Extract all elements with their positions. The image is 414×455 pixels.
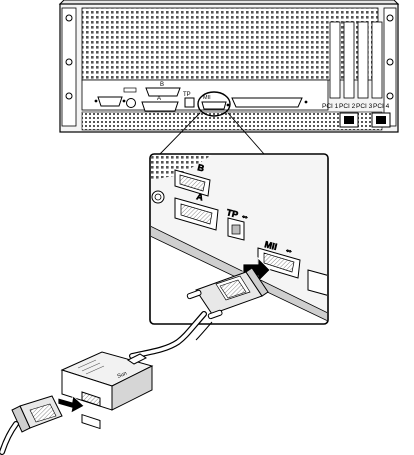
ethernet-transceiver: Sun <box>60 351 154 430</box>
chassis-label-tp: TP <box>183 92 191 98</box>
pci-label-4: PCI 4 <box>373 103 390 110</box>
pci-label-2: PCI 2 <box>339 103 356 110</box>
server-chassis: B A TP MII PCI 1 PCI 2 PCI 3 PCI 4 <box>58 0 400 133</box>
inset-label-mii: MII <box>264 239 279 252</box>
tp-bidirectional-icon: ⇔ <box>240 210 251 222</box>
transceiver-brand-label: Sun <box>117 371 128 380</box>
power-sockets <box>339 112 391 128</box>
pci-label-1: PCI 1 <box>322 103 339 110</box>
inset-label-tp: TP <box>226 207 240 219</box>
mii-detail-inset: B A TP MII ⇔ ⇔ <box>149 153 329 325</box>
callout-leader-left <box>159 112 201 155</box>
mii-bidirectional-icon: ⇔ <box>284 244 295 256</box>
inset-label-b: B <box>197 162 206 173</box>
mii-cable <box>129 311 213 359</box>
callout-leader-right <box>227 112 265 155</box>
transceiver-port <box>81 391 101 407</box>
chassis-label-mii: MII <box>203 95 211 101</box>
mii-cable-connector <box>186 267 269 320</box>
pci-slot-covers <box>329 21 383 99</box>
inset-label-a: A <box>196 191 205 202</box>
network-cable-connector <box>0 395 63 455</box>
transceiver-insert-arrow-icon <box>57 395 85 414</box>
mii-callout-circle <box>197 91 231 117</box>
chassis-label-a: A <box>157 96 161 102</box>
pci-label-3: PCI 3 <box>356 103 373 110</box>
chassis-label-b: B <box>160 82 164 88</box>
rear-io-ports <box>94 87 308 112</box>
